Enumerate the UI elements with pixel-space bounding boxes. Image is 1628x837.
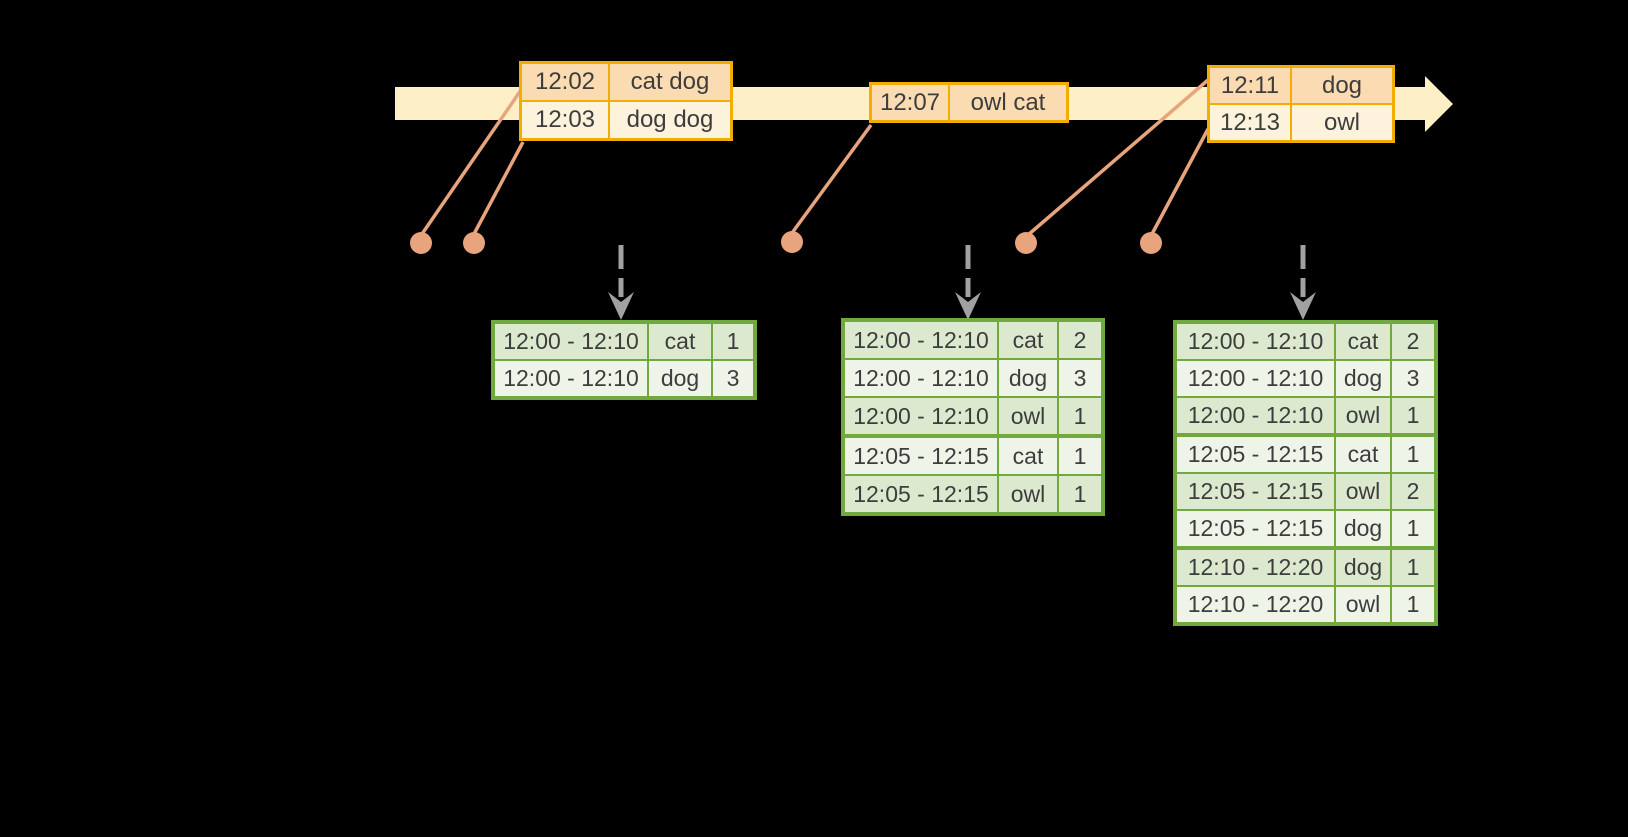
table-cell: 2 xyxy=(1390,474,1434,509)
table-cell: 12:00 - 12:10 xyxy=(845,360,997,396)
trigger-arrow-head xyxy=(608,292,634,320)
table-cell: owl xyxy=(1290,105,1392,140)
table-cell: 3 xyxy=(1390,361,1434,396)
table-cell: dog dog xyxy=(608,102,730,138)
trigger-arrow xyxy=(1290,245,1316,320)
table-cell: 1 xyxy=(1057,476,1101,512)
trigger-arrow-head xyxy=(1290,292,1316,320)
table-cell: 12:05 - 12:15 xyxy=(845,476,997,512)
table-cell: 12:13 xyxy=(1210,105,1290,140)
table-cell: 12:00 - 12:10 xyxy=(1177,398,1334,433)
table-cell: dog xyxy=(1334,550,1390,585)
table-cell: 12:05 - 12:15 xyxy=(845,438,997,474)
table-cell: 1 xyxy=(1057,398,1101,434)
trigger-arrow xyxy=(608,245,634,320)
table-cell: cat xyxy=(997,322,1057,358)
event-connector-line xyxy=(472,141,525,235)
table-cell: 12:10 - 12:20 xyxy=(1177,587,1334,622)
table-cell: owl cat xyxy=(948,85,1066,120)
table-cell: owl xyxy=(1334,398,1390,433)
table-cell: 2 xyxy=(1390,324,1434,359)
table-cell: cat xyxy=(1334,437,1390,472)
table-cell: 1 xyxy=(1390,398,1434,433)
table-cell: dog xyxy=(647,361,711,396)
table-cell: cat xyxy=(1334,324,1390,359)
table-cell: 3 xyxy=(1057,360,1101,396)
event-dot xyxy=(781,231,803,253)
table-cell: 12:00 - 12:10 xyxy=(495,361,647,396)
table-cell: 1 xyxy=(1390,437,1434,472)
table-cell: owl xyxy=(997,398,1057,434)
table-cell: 12:00 - 12:10 xyxy=(495,324,647,359)
event-connector-line xyxy=(1150,128,1210,235)
table-cell: 3 xyxy=(711,361,753,396)
event-connector-line xyxy=(790,123,873,235)
table-cell: 2 xyxy=(1057,322,1101,358)
table-cell: 1 xyxy=(1390,587,1434,622)
table-cell: 12:00 - 12:10 xyxy=(845,398,997,434)
table-cell: owl xyxy=(997,476,1057,512)
table-cell: owl xyxy=(1334,474,1390,509)
event-dot xyxy=(1140,232,1162,254)
table-cell: cat xyxy=(997,438,1057,474)
timeline-arrow-head xyxy=(1425,76,1453,132)
table-cell: 12:00 - 12:10 xyxy=(1177,361,1334,396)
table-cell: 1 xyxy=(711,324,753,359)
table-cell: 12:10 - 12:20 xyxy=(1177,550,1334,585)
table-cell: 12:00 - 12:10 xyxy=(845,322,997,358)
event-connector-line xyxy=(1026,78,1210,237)
event-dot xyxy=(1015,232,1037,254)
table-cell: 12:05 - 12:15 xyxy=(1177,474,1334,509)
event-connector-line xyxy=(420,89,523,235)
table-cell: 12:02 xyxy=(522,64,608,100)
table-cell: owl xyxy=(1334,587,1390,622)
table-cell: dog xyxy=(997,360,1057,396)
table-cell: dog xyxy=(1334,361,1390,396)
trigger-arrow-head xyxy=(955,292,981,320)
table-cell: 1 xyxy=(1390,511,1434,546)
table-cell: 1 xyxy=(1057,438,1101,474)
table-cell: dog xyxy=(1290,68,1392,103)
table-cell: cat dog xyxy=(608,64,730,100)
table-cell: 12:05 - 12:15 xyxy=(1177,511,1334,546)
event-dot xyxy=(463,232,485,254)
trigger-arrow xyxy=(955,245,981,320)
table-cell: cat xyxy=(647,324,711,359)
table-cell: 12:00 - 12:10 xyxy=(1177,324,1334,359)
table-cell: 1 xyxy=(1390,550,1434,585)
table-cell: 12:05 - 12:15 xyxy=(1177,437,1334,472)
event-dot xyxy=(410,232,432,254)
table-cell: 12:07 xyxy=(872,85,948,120)
table-cell: 12:11 xyxy=(1210,68,1290,103)
table-cell: 12:03 xyxy=(522,102,608,138)
table-cell: dog xyxy=(1334,511,1390,546)
